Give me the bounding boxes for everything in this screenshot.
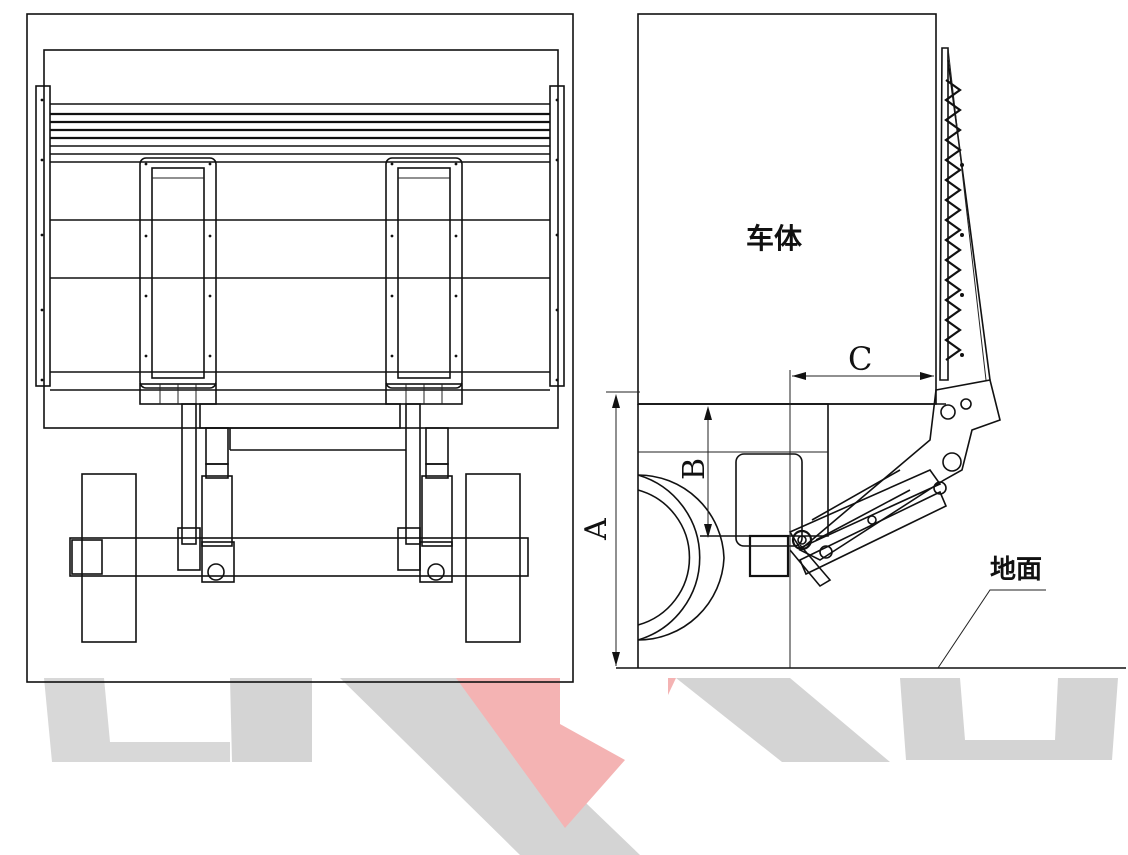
right-lift-column [385,157,463,405]
dimension-a [606,391,640,666]
tyre [637,474,701,641]
left-lift-column [139,157,217,405]
bumper-block [748,534,790,578]
right-wheel [465,473,521,643]
left-wheel [81,473,137,643]
vehicle-body [637,13,937,405]
hydraulic-legs [181,403,453,547]
tail-lift-plate [939,47,991,381]
lift-arm-mechanism [748,379,1001,588]
platform-slats [50,103,550,163]
rear-axle [69,537,529,577]
dimension-b [704,406,712,538]
side-view: 车体 地面 A B C [579,13,1126,669]
vehicle-body-label: 车体 [746,222,803,255]
dimension-a-label: A [579,518,614,541]
rear-view [26,13,574,683]
ground-leader [937,589,1046,669]
ground-label: 地面 [990,555,1042,585]
rear-body-outline [26,13,574,683]
dimension-b-label: B [677,458,712,480]
dimension-c [789,370,934,668]
axle-brackets [177,527,453,583]
dimension-c-label: C [848,340,872,378]
rivet-dots [40,98,559,382]
watermark-logo [44,678,1118,855]
